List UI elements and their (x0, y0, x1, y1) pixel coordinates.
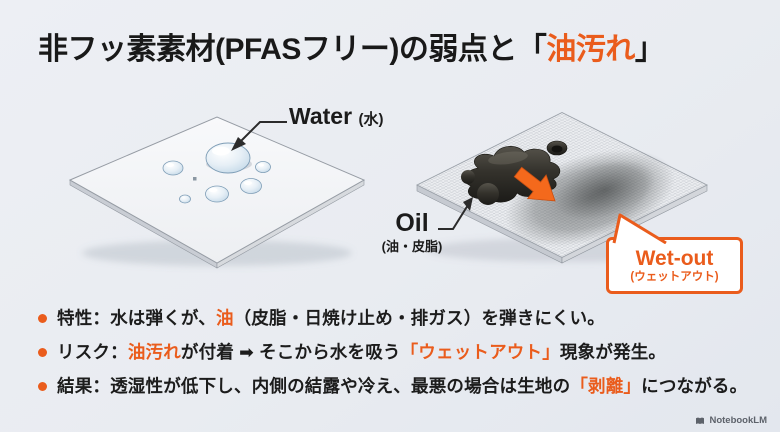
bullet-segment: が付着 ➡ そこから水を吸う (180, 342, 401, 362)
oil-label-sub: (油・皮脂) (381, 238, 443, 254)
bullet-dot-icon (38, 348, 47, 357)
water-pointer-arrow-icon (231, 121, 287, 151)
bullet-segment: 結果：透湿性が低下し、内側の結露や冷え、最悪の場合は生地の (57, 376, 571, 396)
bullet-text: リスク：油汚れが付着 ➡ そこから水を吸う「ウェットアウト」現象が発生。 (57, 340, 666, 365)
bullet-highlight: 油 (215, 308, 234, 328)
wetout-title: Wet-out (635, 246, 714, 270)
bullet-segment: につながる。 (641, 376, 748, 396)
water-droplet-small (179, 194, 191, 204)
bullet-dot-icon (38, 314, 47, 323)
title-text: 非フッ素素材(PFASフリー)の弱点と「 (38, 33, 547, 66)
oil-spread-arrow-icon (513, 166, 556, 202)
oil-pointer-arrow-icon (438, 197, 473, 230)
bullet-highlight: 「剥離」 (570, 376, 642, 396)
bullet-text: 結果：透湿性が低下し、内側の結露や冷え、最悪の場合は生地の「剥離」につながる。 (57, 374, 747, 399)
oil-label: Oil (油・皮脂) (366, 209, 458, 254)
bullet-item-result: 結果：透湿性が低下し、内側の結露や冷え、最悪の場合は生地の「剥離」につながる。 (38, 374, 758, 399)
bullet-list: 特性：水は弾くが、油（皮脂・日焼け止め・排ガス）を弾きにくい。 リスク：油汚れが… (38, 306, 758, 408)
notebooklm-logo-icon (696, 417, 705, 424)
water-repel-illustration (68, 116, 366, 269)
bullet-segment: 現象が発生。 (559, 342, 667, 362)
wetout-callout-tail (612, 213, 667, 244)
water-droplet (205, 185, 229, 203)
title-text-close: 」 (634, 33, 665, 66)
bullet-segment: リスク： (57, 342, 128, 362)
oil-wetout-illustration (416, 112, 708, 264)
water-droplets (162, 142, 271, 204)
oil-label-text: Oil (395, 209, 429, 237)
bullet-item-characteristic: 特性：水は弾くが、油（皮脂・日焼け止め・排ガス）を弾きにくい。 (38, 306, 758, 331)
bullet-segment: 特性：水は弾くが、 (57, 308, 216, 328)
title-highlight: 油汚れ (546, 33, 635, 66)
water-speck (193, 177, 197, 181)
water-droplet (162, 160, 184, 176)
bullet-segment: （皮脂・日焼け止め・排ガス）を弾きにくい。 (233, 308, 606, 328)
bullet-highlight: 油汚れ (127, 342, 181, 362)
wetout-callout: Wet-out (ウェットアウト) (606, 237, 743, 294)
water-droplet (240, 178, 262, 194)
page-title: 非フッ素素材(PFASフリー)の弱点と「油汚れ」 (38, 24, 665, 68)
water-label-sub: (水) (358, 111, 384, 128)
watermark-label: NotebookLM (709, 415, 767, 426)
wetout-subtitle: (ウェットアウト) (630, 270, 719, 283)
bullet-item-risk: リスク：油汚れが付着 ➡ そこから水を吸う「ウェットアウト」現象が発生。 (38, 340, 758, 365)
bullet-dot-icon (38, 382, 47, 391)
water-droplet (255, 161, 271, 173)
water-label-text: Water (289, 103, 353, 129)
bullet-text: 特性：水は弾くが、油（皮脂・日焼け止め・排ガス）を弾きにくい。 (57, 306, 605, 331)
water-label: Water (水) (289, 103, 383, 130)
notebooklm-watermark: NotebookLM (695, 415, 767, 426)
bullet-highlight: 「ウェットアウト」 (400, 342, 560, 362)
water-droplet-large (205, 142, 251, 174)
